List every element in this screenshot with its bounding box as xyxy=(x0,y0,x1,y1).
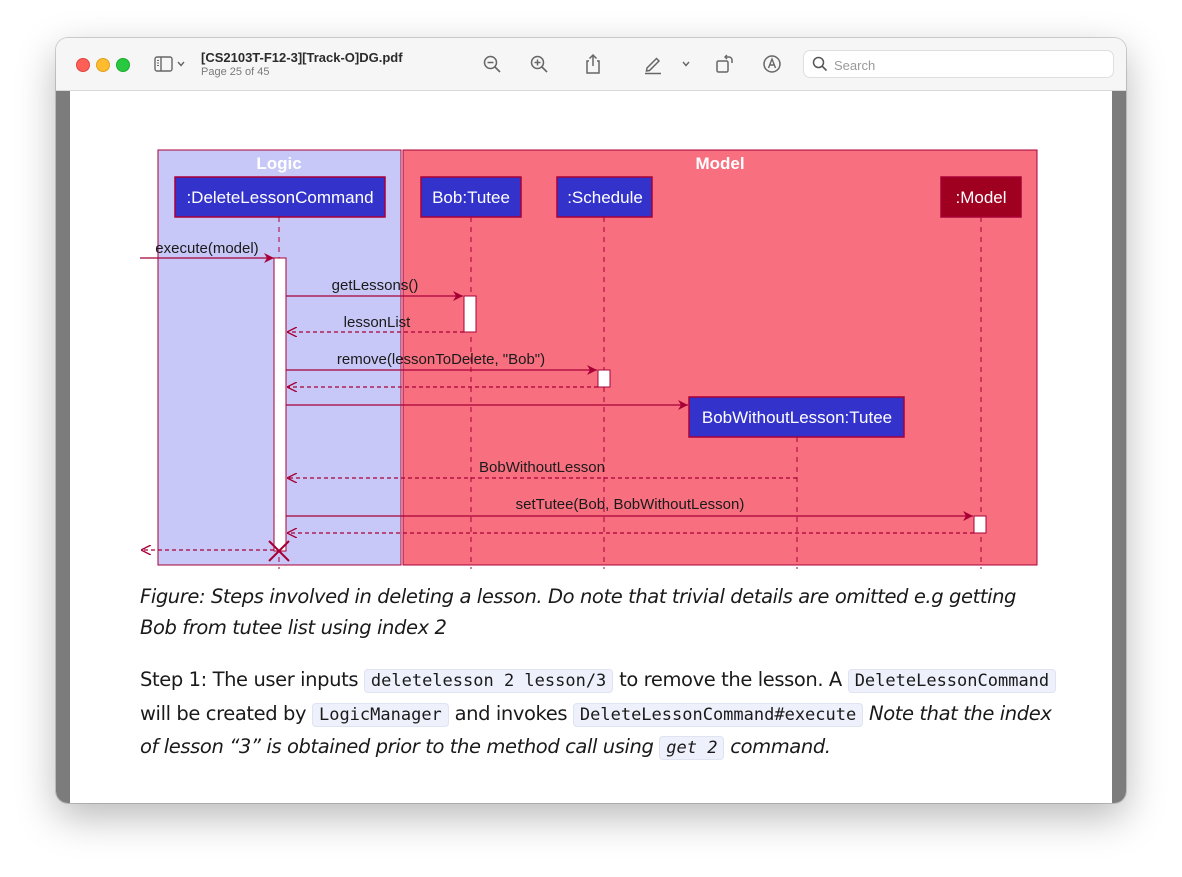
sidebar-icon xyxy=(154,56,173,72)
step-code-execute: DeleteLessonCommand#execute xyxy=(572,702,864,727)
participant-delete-command xyxy=(174,176,386,218)
search-icon xyxy=(812,56,828,72)
share-icon xyxy=(586,53,600,74)
step-text-3: will be created by xyxy=(140,701,312,725)
zoom-out-button[interactable] xyxy=(480,52,504,76)
zoom-in-button[interactable] xyxy=(527,52,551,76)
destroy-mark xyxy=(268,540,290,562)
maximize-window-button[interactable] xyxy=(116,58,130,72)
msg-set-tutee-label: setTutee(Bob, BobWithoutLesson) xyxy=(516,496,745,513)
msg-get-lessons-label: getLessons() xyxy=(332,277,419,294)
chevron-down-icon xyxy=(177,61,185,67)
zoom-in-icon xyxy=(530,55,548,73)
search-field[interactable] xyxy=(803,50,1114,78)
step-paragraph: Step 1: The user inputs deletelesson 2 l… xyxy=(140,664,1060,765)
msg-remove-label: remove(lessonToDelete, "Bob") xyxy=(337,351,545,368)
markup-circle-icon xyxy=(763,55,781,73)
activation-delete-command xyxy=(273,257,287,552)
minimize-window-button[interactable] xyxy=(96,58,110,72)
page-indicator: Page 25 of 45 xyxy=(201,66,270,78)
step-code-deletelesson: deletelesson 2 lesson/3 xyxy=(363,669,614,693)
sidebar-menu-button[interactable] xyxy=(174,52,188,76)
msg-lesson-list-label: lessonList xyxy=(344,314,412,331)
msg-execute-label: execute(model) xyxy=(155,240,258,257)
pen-icon xyxy=(645,57,661,75)
activation-model xyxy=(973,515,987,534)
activation-bob xyxy=(463,295,477,333)
participant-bob-without-lesson-label: BobWithoutLesson:Tutee xyxy=(702,408,892,427)
participant-schedule-label: :Schedule xyxy=(567,188,643,207)
search-input[interactable] xyxy=(832,55,1106,75)
step-text-2: to remove the lesson. A xyxy=(613,668,848,691)
figure-caption: Figure: Steps involved in deleting a les… xyxy=(140,585,1017,639)
step-code-get: get 2 xyxy=(659,736,725,760)
document-title: [CS2103T-F12-3][Track-O]DG.pdf xyxy=(201,50,403,65)
step-text-5: Note that the index of lesson “3” is obt… xyxy=(140,701,1052,759)
document-viewport[interactable]: Logic Model :DeleteLessonCommand Bob:Tut… xyxy=(56,91,1126,803)
annotate-button[interactable] xyxy=(760,52,784,76)
zoom-out-icon xyxy=(483,55,501,73)
step-code-logic-manager: LogicManager xyxy=(311,702,449,727)
participant-model xyxy=(940,176,1022,218)
participant-bob-label: Bob:Tutee xyxy=(432,188,510,207)
step-text-1: Step 1: The user inputs xyxy=(140,668,364,691)
markup-menu-button[interactable] xyxy=(678,52,694,76)
participant-delete-command-label: :DeleteLessonCommand xyxy=(186,188,373,207)
sequence-diagram: Logic Model :DeleteLessonCommand Bob:Tut… xyxy=(140,149,1038,569)
logic-box-title: Logic xyxy=(256,154,301,173)
sidebar-toggle-button[interactable] xyxy=(152,52,176,76)
pdf-page: Logic Model :DeleteLessonCommand Bob:Tut… xyxy=(70,91,1112,803)
participant-bob xyxy=(420,176,522,218)
msg-bob-without-return-label: BobWithoutLesson xyxy=(479,459,605,476)
participant-schedule xyxy=(556,176,653,218)
markup-button[interactable] xyxy=(641,52,665,76)
share-button[interactable] xyxy=(581,52,605,76)
title-bar: [CS2103T-F12-3][Track-O]DG.pdf Page 25 o… xyxy=(56,38,1126,91)
activation-schedule xyxy=(597,369,611,388)
chevron-down-icon xyxy=(682,61,690,67)
preview-window: [CS2103T-F12-3][Track-O]DG.pdf Page 25 o… xyxy=(56,38,1126,803)
step-text-6: command. xyxy=(724,735,831,758)
rotate-button[interactable] xyxy=(712,52,736,76)
step-text-4: and invokes xyxy=(448,701,573,725)
rotate-icon xyxy=(716,54,733,73)
participant-model-label: :Model xyxy=(955,188,1006,207)
step-code-delete-command: DeleteLessonCommand xyxy=(847,669,1057,693)
participant-bob-without-lesson xyxy=(688,396,905,438)
model-box xyxy=(402,149,1038,566)
close-window-button[interactable] xyxy=(76,58,90,72)
model-box-title: Model xyxy=(695,154,744,173)
